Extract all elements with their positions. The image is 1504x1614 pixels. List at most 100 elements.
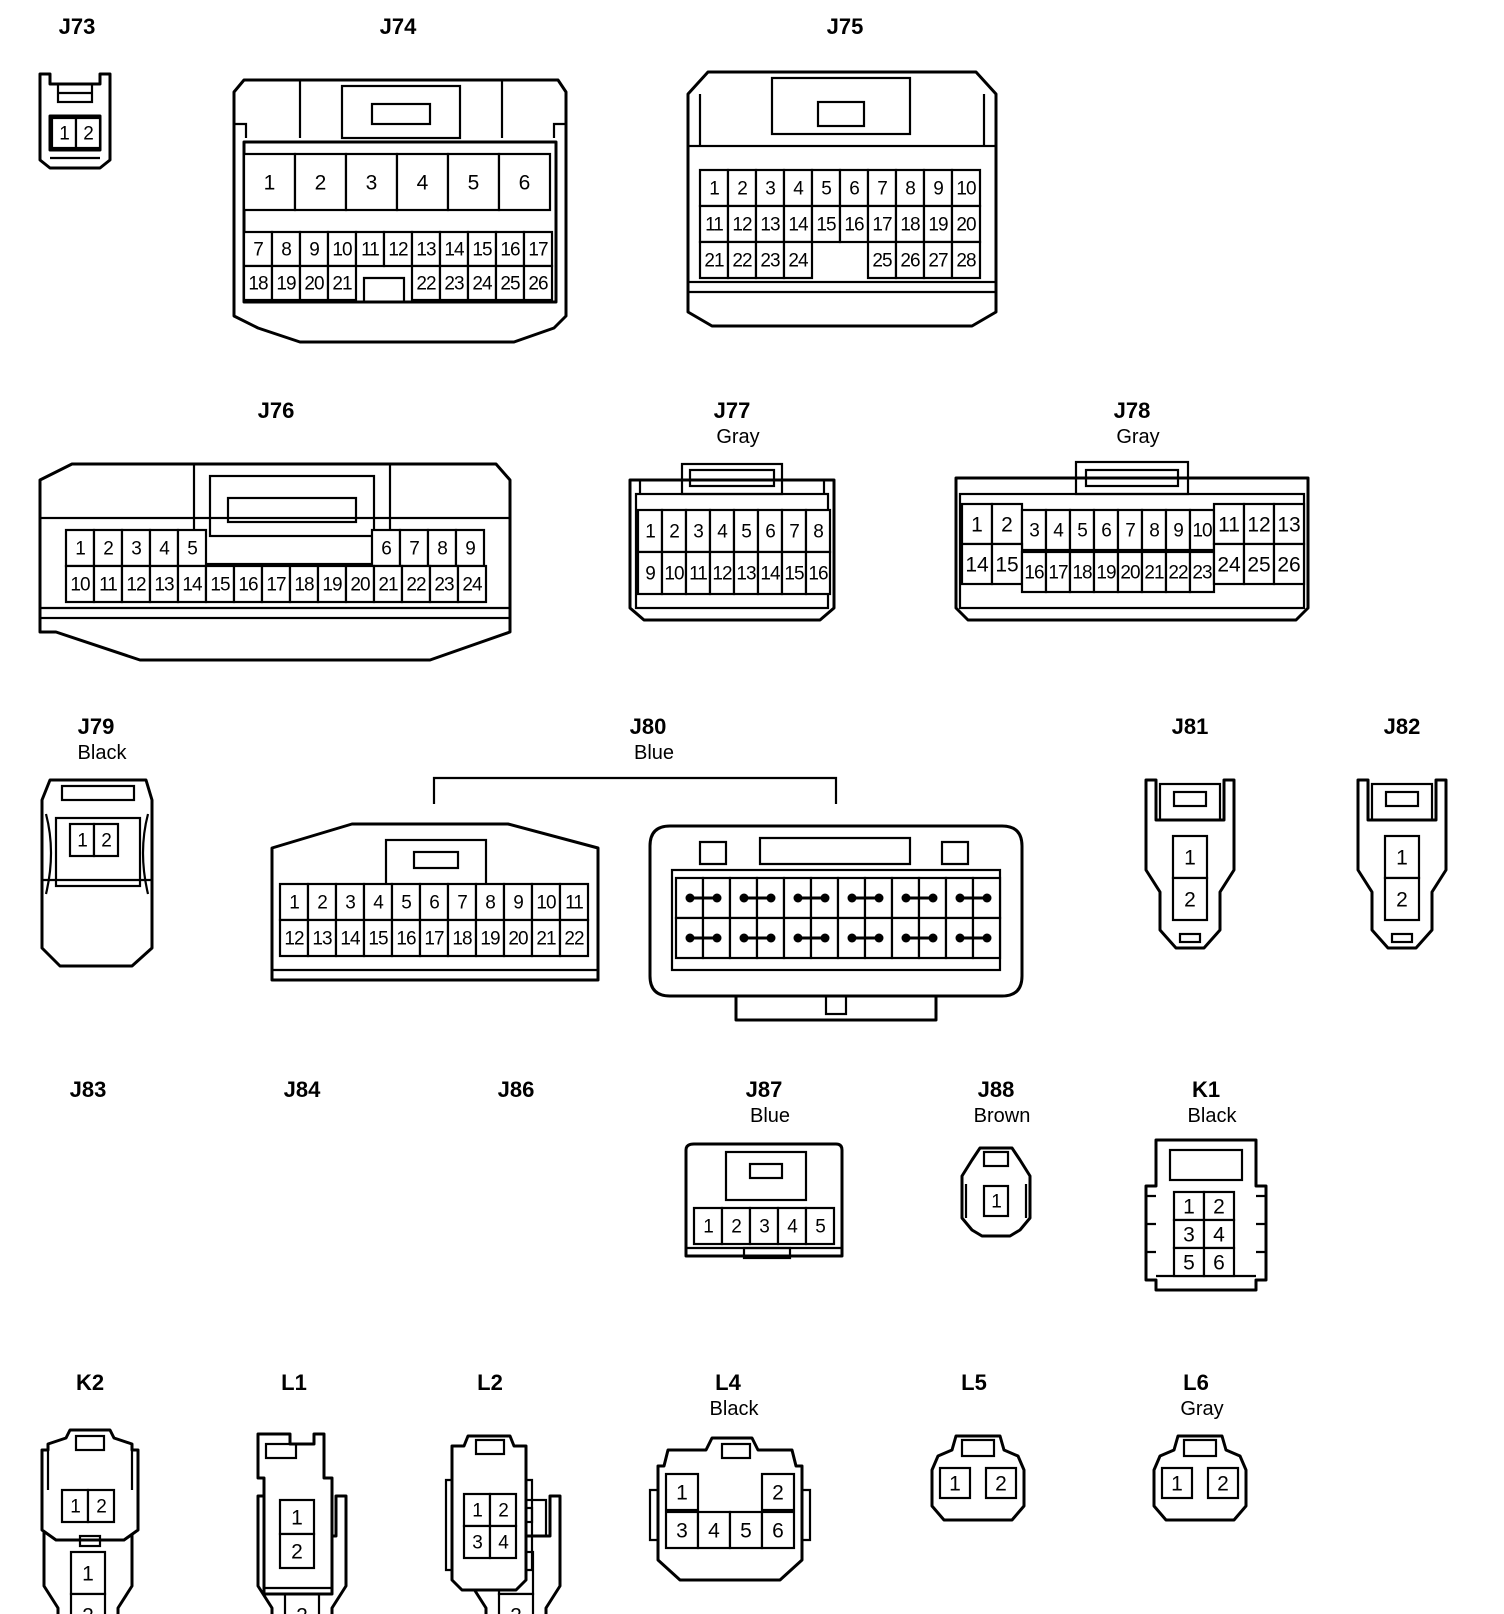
pin-label: 17 [528,240,548,261]
pin-label: 8 [437,539,447,560]
connector-label-j88: J88 [978,1077,1015,1102]
pin-label: 4 [787,1217,798,1238]
pin-label: 3 [693,522,703,543]
pin-cell [1212,502,1246,546]
pin-label: 2 [498,1501,508,1522]
pin-label: 8 [485,893,495,914]
connector-label-j82: J82 [1384,714,1421,739]
pin-cell [446,152,501,212]
pin-cell [804,508,832,554]
pin-label: 1 [264,172,276,195]
pin-label: 20 [350,575,370,596]
pin-label: 2 [1396,889,1408,912]
pin-label: 16 [1024,563,1044,584]
pin-cell [982,1184,1010,1218]
pin-cell [395,152,450,212]
pin-label: 9 [465,539,475,560]
pin-label: 13 [1277,514,1300,537]
terminal-dot [820,893,830,903]
connector-color-j87: Blue [750,1105,790,1127]
pin-label: 11 [99,575,117,596]
pin-cell [950,240,982,280]
pin-label: 26 [1277,554,1300,577]
pin-cell [938,1466,972,1500]
pin-cell [636,550,664,596]
pin-cell [497,152,552,212]
pin-cell [756,508,784,554]
pin-label: 24 [788,251,809,272]
pin-label: 1 [991,1192,1001,1213]
pin-label: 28 [956,251,976,272]
pin-label: 2 [315,172,327,195]
pin-label: 4 [1053,521,1064,542]
pin-cell [684,550,712,596]
pin-label: 19 [1096,563,1116,584]
pin-label: 26 [900,251,920,272]
pin-label: 6 [381,539,391,560]
pin-label: 6 [772,1520,784,1543]
terminal-dot [847,893,857,903]
pin-cell [398,528,430,568]
pin-label: 18 [900,215,920,236]
pin-cell [446,918,478,958]
pin-label: 10 [664,564,684,585]
pin-label: 12 [1247,514,1270,537]
pin-label: 19 [480,929,500,950]
pin-cell [732,550,760,596]
pin-cell [148,564,180,604]
pin-cell [344,152,399,212]
pin-label: 2 [103,539,113,560]
terminal-dot [955,933,965,943]
pin-label: 20 [956,215,976,236]
pin-label: 22 [732,251,752,272]
pin-label: 1 [1171,1473,1183,1496]
pin-label: 21 [1144,563,1164,584]
pin-label: 10 [1192,521,1212,542]
pin-label: 4 [1213,1224,1225,1247]
pin-cell [334,882,366,922]
pin-cell [1272,542,1306,586]
pin-label: 10 [332,240,352,261]
pin-label: 3 [366,172,378,195]
pin-cell [428,564,460,604]
pin-label: 20 [508,929,528,950]
pin-cell [708,550,736,596]
pin-cell [522,230,554,268]
pin-label: 1 [1396,847,1408,870]
pin-cell [754,240,786,280]
terminal-dot [793,933,803,943]
pin-label: 17 [424,929,444,950]
pin-label: 16 [500,240,520,261]
pin-label: 1 [676,1482,688,1505]
connector-label-j83: J83 [70,1077,107,1102]
pin-label: 1 [472,1501,482,1522]
pin-label: 19 [928,215,948,236]
pin-cell [456,564,488,604]
pin-label: 3 [676,1520,688,1543]
pin-label: 17 [266,575,286,596]
pin-label: 14 [965,554,989,577]
connector-label-j79: J79 [78,714,115,739]
pin-cell [894,240,926,280]
pin-label: 2 [995,1473,1007,1496]
pin-label: 23 [1192,563,1212,584]
terminal-dot [982,893,992,903]
pin-label: 6 [1213,1252,1225,1275]
pin-cell [726,240,758,280]
pin-cell [438,230,470,268]
pin-label: 13 [760,215,780,236]
pin-cell [984,1466,1018,1500]
pin-label: 8 [281,240,291,261]
terminal-dot [982,933,992,943]
pin-cell [1116,550,1144,594]
connector-label-l2: L2 [477,1370,503,1395]
pin-label: 6 [765,522,775,543]
pin-cell [664,1472,700,1512]
connector-label-k2: K2 [76,1370,104,1395]
pin-label: 4 [793,179,804,200]
